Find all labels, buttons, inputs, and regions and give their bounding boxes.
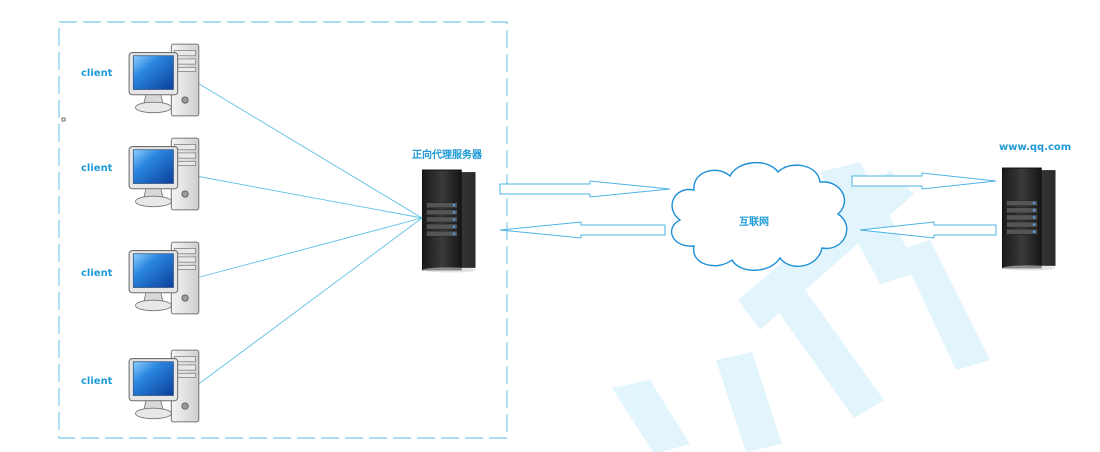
arrow-internet-to-site: [851, 172, 997, 190]
computer-icon: [128, 137, 200, 211]
internet-label: 互联网: [739, 217, 769, 228]
client-label-1: client: [81, 68, 113, 79]
client-label-3: client: [81, 268, 113, 279]
computer-icon: [128, 241, 200, 315]
computer-icon: [128, 349, 200, 423]
watermark-decoration: [612, 162, 990, 452]
arrow-site-to-internet: [859, 221, 997, 239]
server-icon: [1001, 167, 1057, 271]
client-label-2: client: [81, 163, 113, 174]
arrow-internet-to-proxy: [499, 221, 666, 239]
cloud-icon: [670, 161, 848, 271]
server-icon: [421, 169, 477, 273]
line-client-2: [195, 175, 423, 219]
client-proxy-lines: [195, 81, 423, 387]
small-marker: [61, 117, 66, 122]
line-client-4: [195, 217, 423, 387]
target-site-label: www.qq.com: [999, 142, 1072, 153]
proxy-server-label: 正向代理服务器: [412, 150, 482, 161]
client-label-4: client: [81, 376, 113, 387]
line-client-1: [195, 81, 423, 219]
computer-icon: [128, 43, 200, 117]
arrow-icon: [499, 172, 997, 239]
line-client-3: [195, 217, 423, 279]
arrow-proxy-to-internet: [499, 180, 671, 198]
